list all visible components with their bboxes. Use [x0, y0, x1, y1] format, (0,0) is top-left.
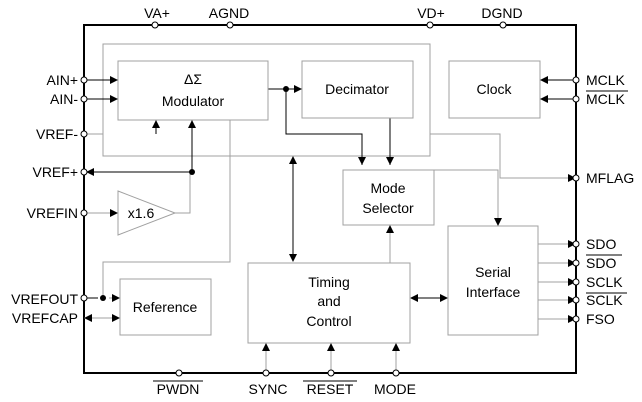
pin-label-mode: MODE: [374, 381, 416, 397]
modulator-block: ΔΣ Modulator: [117, 60, 269, 121]
pin-label-sdo-inverted: SDO: [586, 255, 616, 271]
pin-label-vd-plus: VD+: [417, 5, 445, 21]
pin-label-vrefcap: VREFCAP: [12, 310, 78, 326]
reference-block: Reference: [119, 278, 212, 336]
clock-label: Clock: [476, 81, 512, 97]
pin-label-sclk-inverted: SCLK: [586, 292, 623, 308]
pin-label-sdo: SDO: [586, 236, 616, 252]
buffer-amplifier: x1.6: [117, 190, 177, 236]
pin-label-ain-minus: AIN-: [50, 91, 78, 107]
pin-label-vrefin: VREFIN: [27, 205, 78, 221]
pin-label-dgnd: DGND: [481, 5, 522, 21]
pin-label-sclk: SCLK: [586, 274, 623, 290]
arrowheads: [84, 76, 576, 351]
junction-dots: [100, 86, 289, 301]
pin-label-mflag: MFLAG: [586, 170, 634, 186]
decimator-block: Decimator: [301, 60, 414, 119]
pin-label-vref-plus: VREF+: [32, 164, 78, 180]
analog-section-outline: [102, 43, 431, 157]
mode-selector-label-line2: Selector: [362, 200, 414, 216]
timing-control-block: Timing and Control: [247, 262, 411, 344]
modulator-symbol: ΔΣ: [184, 71, 202, 87]
buffer-gain-label: x1.6: [128, 205, 155, 221]
modulator-label: Modulator: [162, 93, 225, 109]
pin-label-pwdn: PWDN: [157, 381, 200, 397]
mode-selector-label-line1: Mode: [370, 180, 405, 196]
pin-label-vrefout: VREFOUT: [11, 291, 78, 307]
mode-selector-block: Mode Selector: [342, 169, 435, 226]
pin-label-vref-minus: VREF-: [36, 126, 78, 142]
pin-label-fso: FSO: [586, 311, 615, 327]
clock-block: Clock: [448, 60, 541, 119]
pin-label-mclk-inverted: MCLK: [586, 91, 626, 107]
pin-label-agnd: AGND: [209, 5, 249, 21]
serial-interface-label-line1: Serial: [475, 264, 511, 280]
timing-label-line2: and: [317, 293, 340, 309]
timing-label-line1: Timing: [308, 274, 350, 290]
pin-markers: [80, 21, 580, 377]
decimator-label: Decimator: [325, 81, 389, 97]
pin-label-reset: RESET: [307, 381, 354, 397]
timing-label-line3: Control: [306, 313, 351, 329]
pin-label-sync: SYNC: [249, 381, 288, 397]
reference-label: Reference: [133, 299, 198, 315]
serial-interface-label-line2: Interface: [466, 284, 521, 300]
pin-label-mclk: MCLK: [586, 72, 626, 88]
pin-label-ain-plus: AIN+: [46, 72, 78, 88]
pin-label-va-plus: VA+: [144, 5, 170, 21]
serial-interface-block: Serial Interface: [447, 225, 539, 336]
